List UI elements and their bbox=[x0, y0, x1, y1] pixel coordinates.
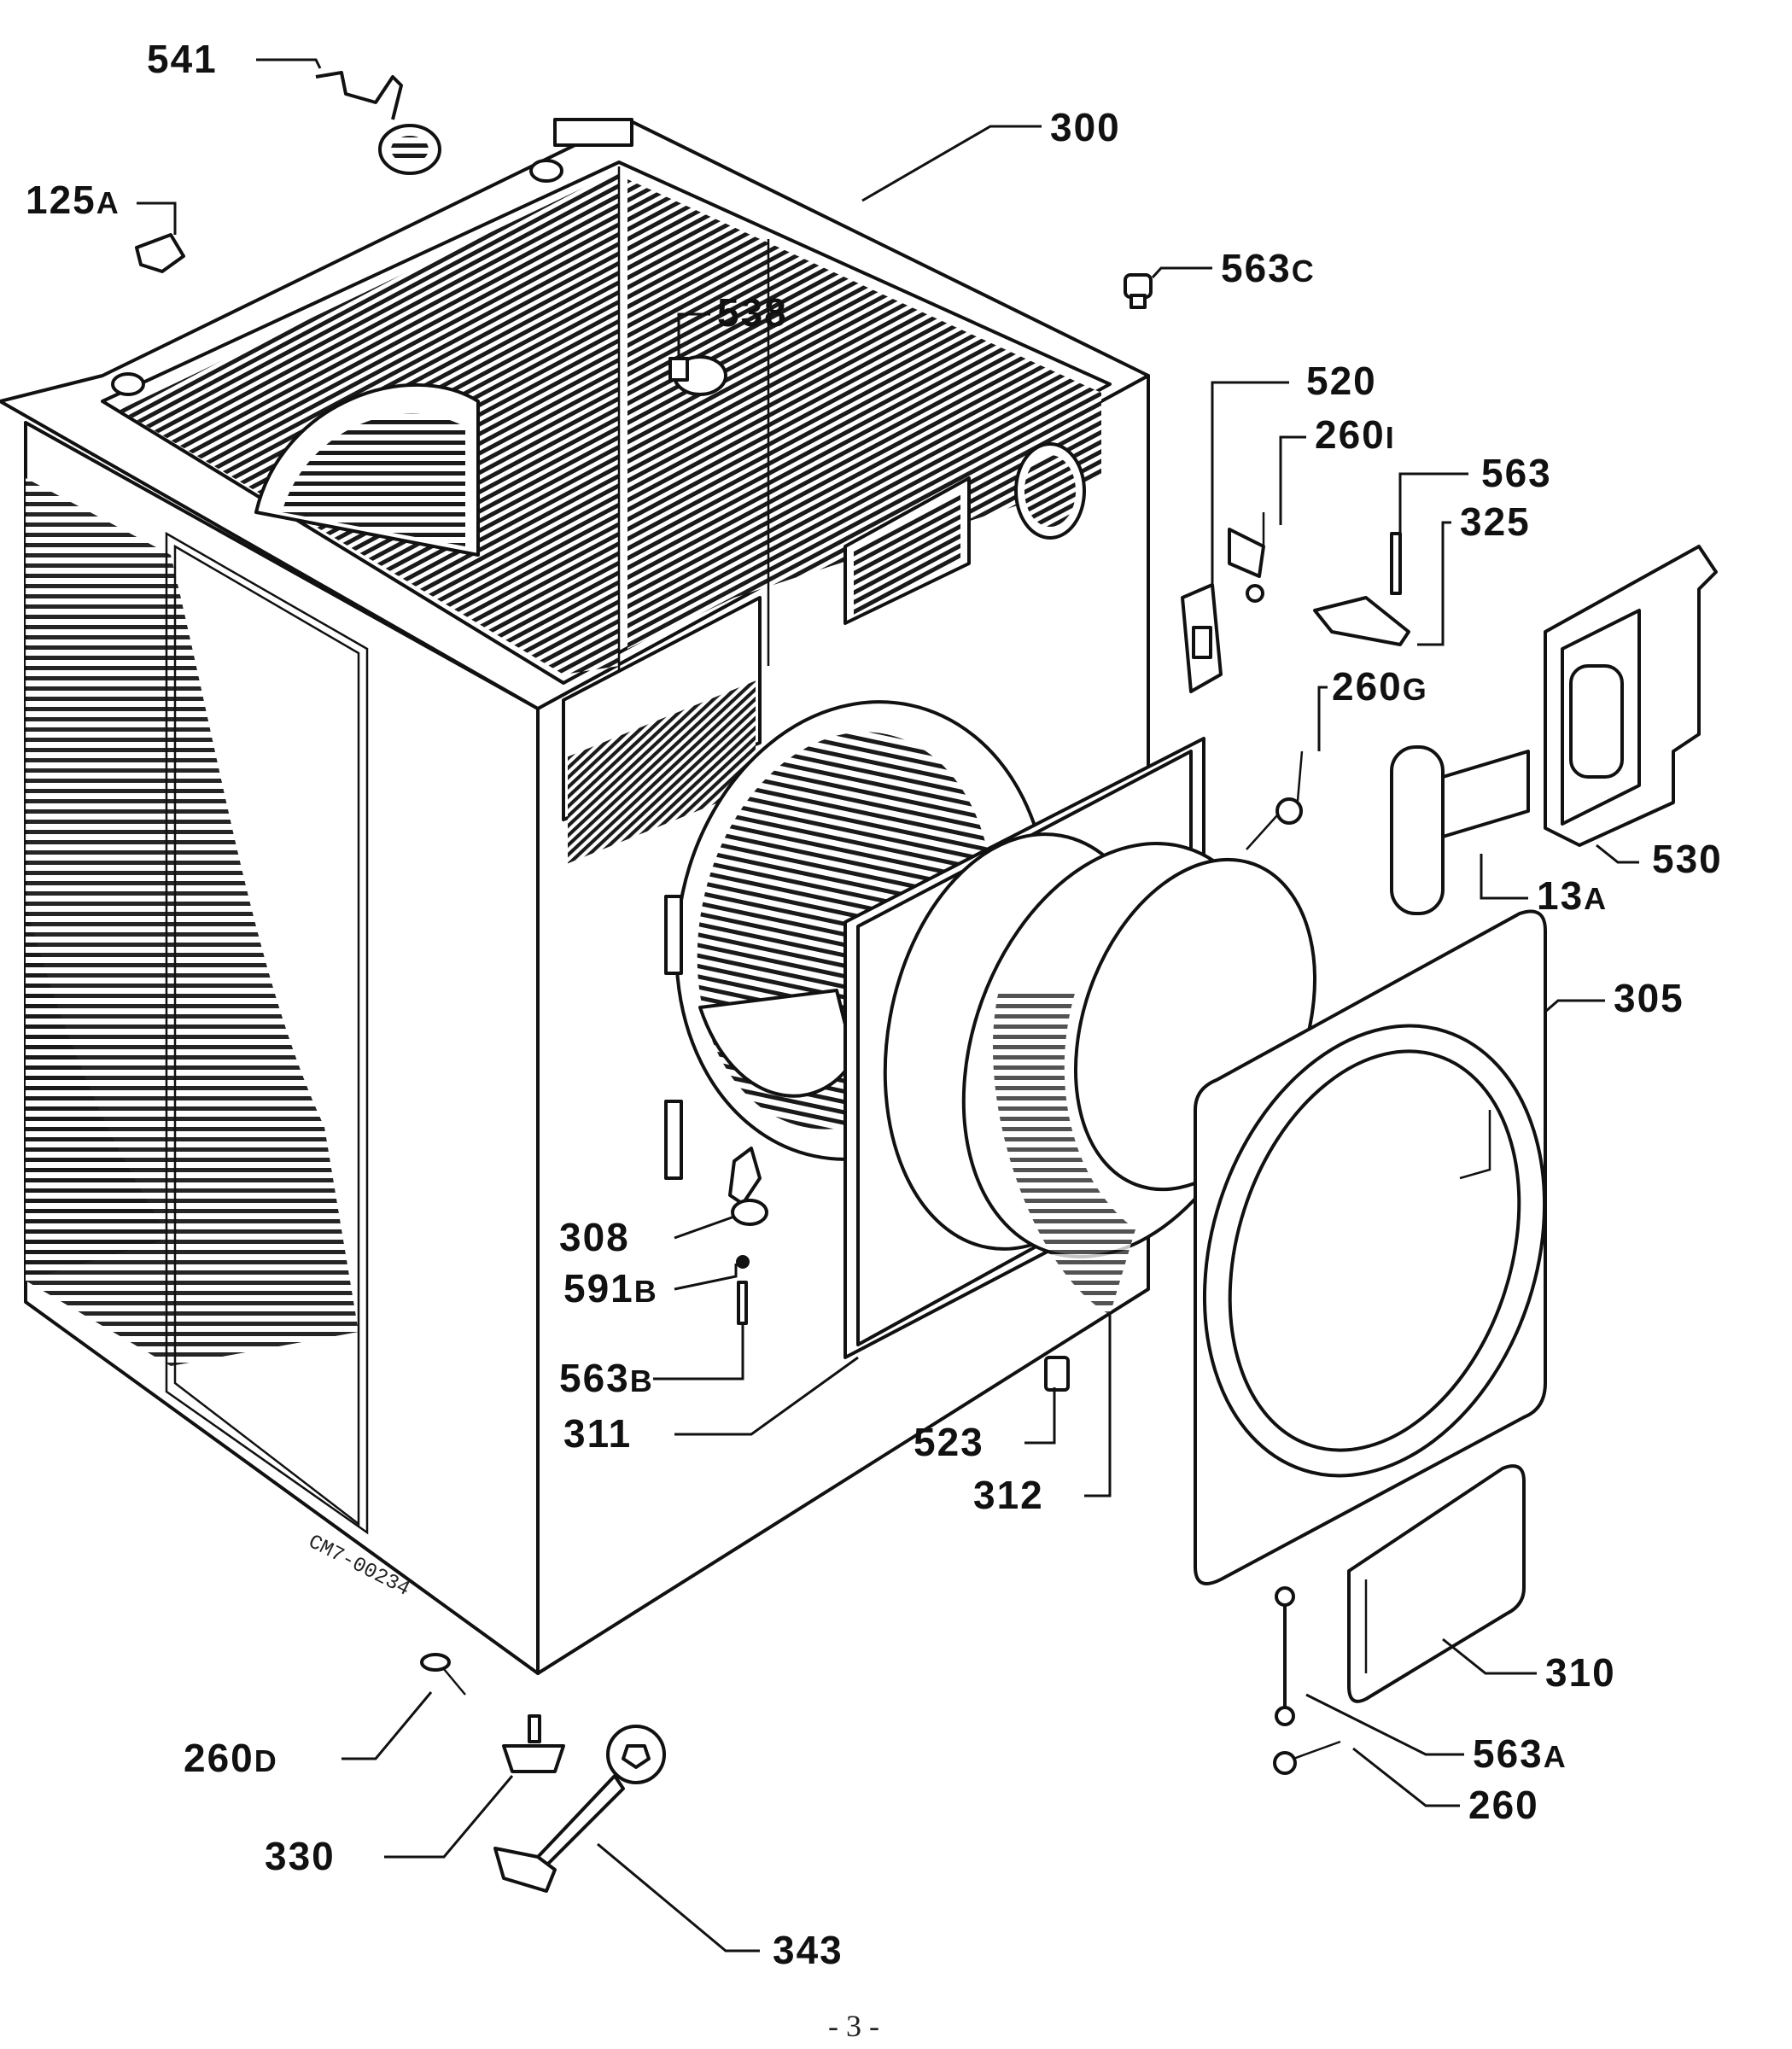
pin-563 bbox=[1390, 532, 1402, 595]
label-310: 310 bbox=[1545, 1650, 1616, 1695]
label-312: 312 bbox=[973, 1473, 1044, 1517]
spring-260 bbox=[1273, 1740, 1341, 1775]
label-260: 260 bbox=[1468, 1783, 1539, 1827]
label-563B: 563B bbox=[559, 1356, 654, 1400]
catch-523 bbox=[1044, 1356, 1070, 1392]
label-125A: 125A bbox=[26, 178, 120, 222]
page-number: - 3 - bbox=[828, 2009, 879, 2043]
label-563A: 563A bbox=[1473, 1731, 1567, 1776]
label-538: 538 bbox=[717, 290, 788, 335]
label-541: 541 bbox=[147, 37, 218, 81]
cabinet-body bbox=[0, 118, 1150, 1675]
bracket-125A bbox=[135, 233, 185, 273]
foot-330 bbox=[502, 1714, 565, 1773]
filter-cover-310 bbox=[1347, 1464, 1526, 1703]
label-520: 520 bbox=[1306, 359, 1377, 403]
label-311: 311 bbox=[563, 1411, 632, 1456]
spring-260I bbox=[1228, 512, 1265, 603]
ball-591B bbox=[736, 1255, 750, 1269]
label-325: 325 bbox=[1460, 499, 1531, 544]
switch-520 bbox=[1181, 583, 1223, 693]
label-260G: 260G bbox=[1332, 664, 1428, 709]
clip-260D bbox=[420, 1653, 466, 1696]
hinge-pin-563A bbox=[1275, 1586, 1295, 1726]
label-260D: 260D bbox=[184, 1736, 278, 1780]
label-563: 563 bbox=[1481, 451, 1552, 495]
label-308: 308 bbox=[559, 1215, 630, 1259]
label-13A: 13A bbox=[1537, 873, 1608, 918]
label-523: 523 bbox=[914, 1420, 984, 1464]
label-300: 300 bbox=[1050, 105, 1121, 149]
wrench-343 bbox=[493, 1725, 666, 1893]
plug-563C bbox=[1124, 273, 1153, 309]
hinge-541 bbox=[315, 71, 441, 175]
door-handle-13A bbox=[1390, 745, 1530, 915]
part-labels: 541 125A 300 538 563C 520 260I 563 325 2… bbox=[26, 37, 1723, 1972]
front-door-panel-305 bbox=[1194, 909, 1547, 1585]
spring-260G bbox=[1246, 750, 1304, 850]
pin-563B bbox=[737, 1281, 748, 1325]
label-563C: 563C bbox=[1221, 246, 1316, 290]
label-343: 343 bbox=[773, 1928, 843, 1972]
label-260I: 260I bbox=[1315, 412, 1396, 457]
door-lock-530 bbox=[1544, 545, 1718, 847]
label-591B: 591B bbox=[563, 1266, 658, 1311]
plug-538 bbox=[668, 355, 727, 396]
label-305: 305 bbox=[1614, 976, 1684, 1020]
clip-308 bbox=[728, 1147, 768, 1226]
label-330: 330 bbox=[265, 1834, 336, 1878]
leader-lines bbox=[137, 58, 1639, 1953]
label-530: 530 bbox=[1652, 837, 1723, 881]
